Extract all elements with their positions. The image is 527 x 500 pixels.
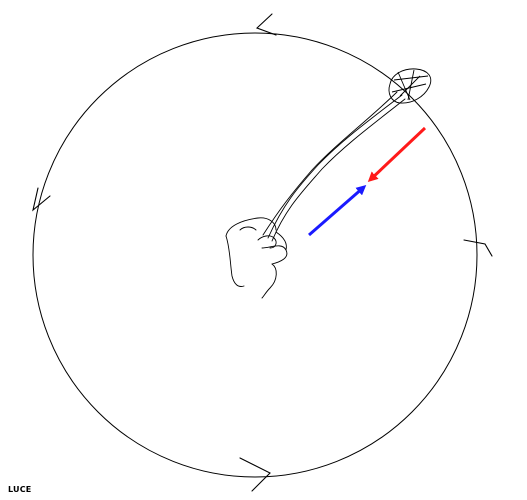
chevron-arrowhead-icon — [255, 13, 277, 36]
chevron-arrowhead-icon — [32, 187, 51, 212]
circular-path — [32, 32, 478, 478]
force-arrow-outward — [367, 126, 427, 183]
direction-arrows — [32, 13, 493, 492]
ball-icon — [388, 68, 432, 104]
chevron-arrowhead-icon — [463, 239, 493, 257]
force-arrow-inward — [308, 185, 367, 237]
credit-label: LUCE — [8, 485, 32, 494]
hand-icon — [225, 217, 288, 299]
chevron-arrowhead-icon — [239, 457, 271, 492]
string — [262, 91, 406, 242]
